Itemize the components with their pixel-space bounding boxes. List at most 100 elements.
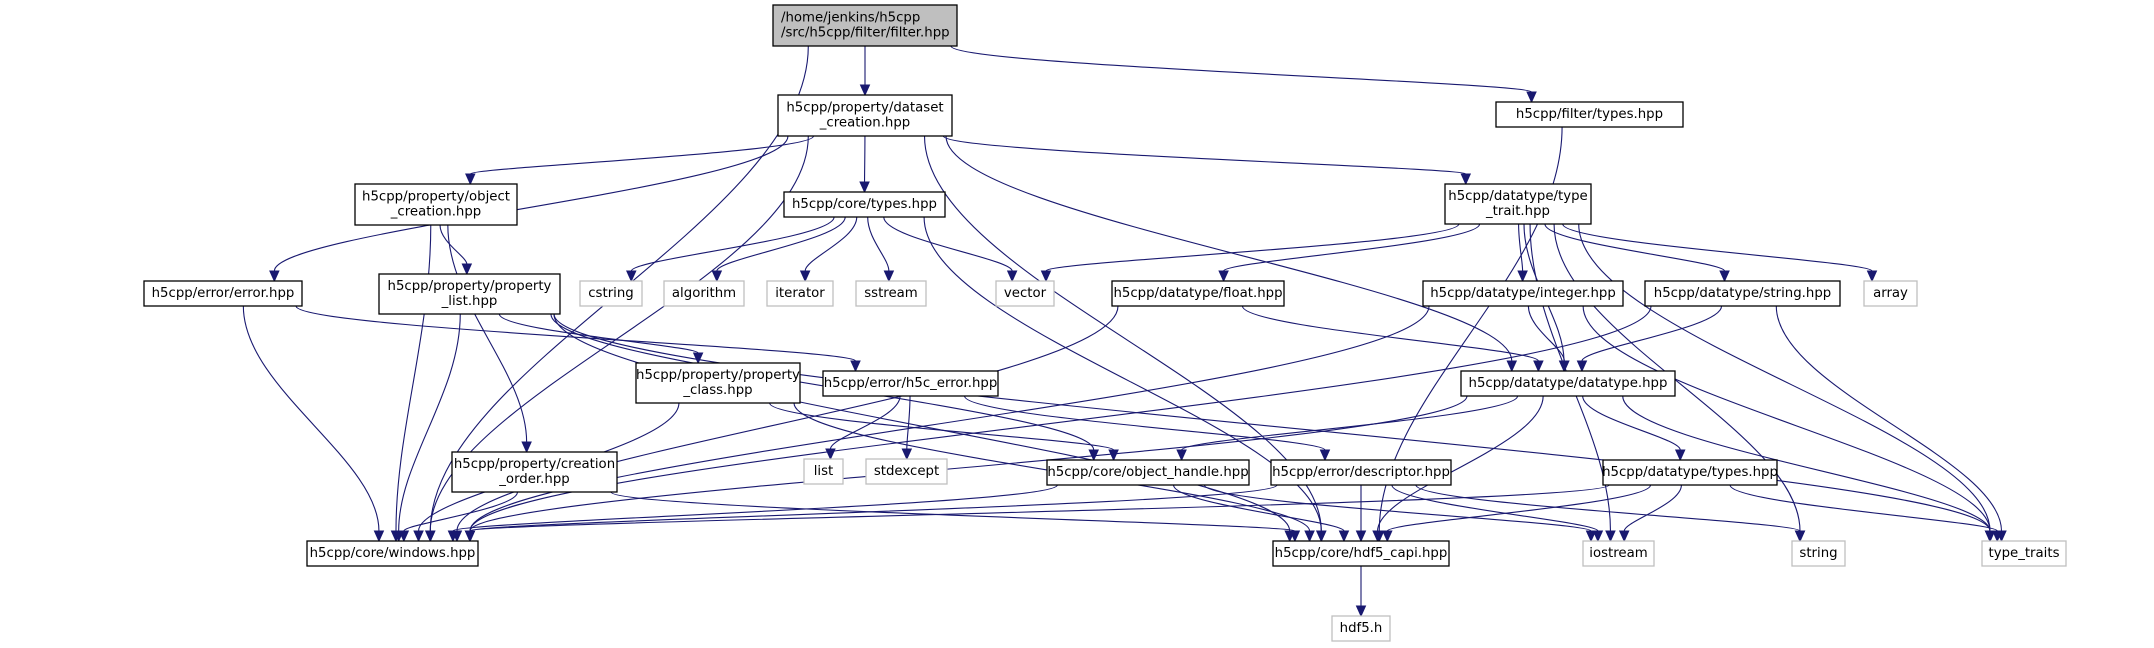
arrowhead-icon xyxy=(850,360,861,373)
dependency-edge-datatype-to-hdf5_capi xyxy=(1372,395,1544,543)
edge-line xyxy=(942,135,1467,175)
dependency-edge-creation_order-to-hdf5_capi xyxy=(610,491,1301,543)
arrowhead-icon xyxy=(1355,605,1367,618)
node-box xyxy=(579,280,643,307)
node-filter[interactable]: /home/jenkins/h5cpp/src/h5cpp/filter/fil… xyxy=(772,4,958,47)
node-filter-types[interactable]: h5cpp/filter/types.hpp xyxy=(1495,101,1684,128)
dependency-edge-string_hpp-to-datatype xyxy=(1576,305,1723,373)
dependency-edge-object_handle-to-hdf5_capi xyxy=(1173,484,1350,543)
node-box xyxy=(1863,280,1918,307)
node-label: _trait.hpp xyxy=(1485,204,1550,219)
edge-line xyxy=(769,402,1115,451)
node-label: h5cpp/core/hdf5_capi.hpp xyxy=(1275,546,1448,561)
dependency-edge-type_trait-to-string_hpp xyxy=(1544,223,1730,283)
arrowhead-icon xyxy=(1372,530,1383,543)
dependency-edge-filter-to-filter_types xyxy=(950,45,1537,104)
node-label: _list.hpp xyxy=(441,294,498,309)
node-box xyxy=(1981,540,2067,567)
node-label: h5cpp/core/types.hpp xyxy=(792,197,937,212)
arrowhead-icon xyxy=(859,84,871,97)
node-string-hpp[interactable]: h5cpp/datatype/string.hpp xyxy=(1644,280,1841,307)
node-integer[interactable]: h5cpp/datatype/integer.hpp xyxy=(1422,280,1624,307)
node-vector: vector xyxy=(995,280,1055,307)
edge-line xyxy=(1241,305,1539,362)
arrowhead-icon xyxy=(1040,270,1052,283)
dependency-edge-property_list-to-hdf5_capi xyxy=(553,313,1295,543)
edge-line xyxy=(395,224,432,532)
arrowhead-icon xyxy=(1866,270,1878,283)
node-type-trait[interactable]: h5cpp/datatype/type_trait.hpp xyxy=(1444,183,1592,225)
node-box xyxy=(354,183,518,226)
node-h5c-error[interactable]: h5cpp/error/h5c_error.hpp xyxy=(822,370,999,397)
dependency-edge-datatype-to-datatype_types xyxy=(1582,395,1686,462)
arrowhead-icon xyxy=(1794,530,1806,543)
node-box xyxy=(1644,280,1841,307)
edge-line xyxy=(964,395,1326,451)
node-label: vector xyxy=(1004,286,1047,301)
dependency-edge-datatype_types-to-type_traits xyxy=(1729,484,2003,543)
arrowhead-icon xyxy=(464,530,476,543)
node-property-class[interactable]: h5cpp/property/property_class.hpp xyxy=(635,362,801,404)
node-box xyxy=(1111,280,1285,307)
arrowhead-icon xyxy=(711,270,723,283)
node-dataset-creation[interactable]: h5cpp/property/dataset_creation.hpp xyxy=(777,94,953,137)
dependency-edge-datatype-to-object_handle xyxy=(1176,395,1519,462)
arrowhead-icon xyxy=(1460,173,1472,186)
dependency-edge-property_list-to-property_class xyxy=(498,313,704,365)
dependency-edge-property_class-to-object_handle xyxy=(769,402,1119,462)
dependency-edge-core_types-to-sstream xyxy=(867,216,895,283)
node-cstring: cstring xyxy=(579,280,643,307)
node-object-creation[interactable]: h5cpp/property/object_creation.hpp xyxy=(354,183,518,226)
dependency-edge-core_types-to-hdf5_capi xyxy=(923,216,1327,543)
dependency-edge-dataset_creation-to-type_trait xyxy=(942,135,1472,186)
node-box xyxy=(772,4,958,47)
node-box xyxy=(1582,540,1655,567)
arrowhead-icon xyxy=(692,352,704,365)
edge-line xyxy=(550,313,1095,451)
edge-line xyxy=(553,313,1991,532)
edge-line xyxy=(1173,484,1345,532)
edge-line xyxy=(1544,223,1726,272)
node-box xyxy=(1460,370,1676,397)
node-descriptor[interactable]: h5cpp/error/descriptor.hpp xyxy=(1270,459,1452,486)
node-sstream: sstream xyxy=(855,280,927,307)
edge-line xyxy=(1582,305,1991,532)
dependency-edge-h5c_error-to-descriptor xyxy=(964,395,1331,462)
node-core-types[interactable]: h5cpp/core/types.hpp xyxy=(783,191,946,218)
edge-line xyxy=(1527,305,1565,362)
edge-line xyxy=(452,484,1058,532)
dependency-edge-datatype_types-to-hdf5_capi xyxy=(1382,484,1652,543)
node-property-list[interactable]: h5cpp/property/property_list.hpp xyxy=(378,273,561,315)
node-label: h5cpp/core/windows.hpp xyxy=(310,546,476,561)
node-creation-order[interactable]: h5cpp/property/creation_order.hpp xyxy=(451,451,618,493)
node-label: _creation.hpp xyxy=(819,116,910,131)
edge-line xyxy=(1553,223,1801,532)
node-datatype-types[interactable]: h5cpp/datatype/types.hpp xyxy=(1602,459,1778,486)
node-error[interactable]: h5cpp/error/error.hpp xyxy=(143,280,303,307)
node-object-handle[interactable]: h5cpp/core/object_handle.hpp xyxy=(1046,459,1250,486)
node-label: h5cpp/property/property xyxy=(636,368,800,383)
arrowhead-icon xyxy=(1304,530,1315,543)
node-label: h5cpp/datatype/datatype.hpp xyxy=(1469,376,1668,391)
node-float[interactable]: h5cpp/datatype/float.hpp xyxy=(1111,280,1285,307)
edge-line xyxy=(1623,484,1682,532)
arrowhead-icon xyxy=(398,530,410,543)
node-label: /src/h5cpp/filter/filter.hpp xyxy=(781,26,950,41)
node-box xyxy=(1046,459,1250,486)
node-array: array xyxy=(1863,280,1918,307)
node-datatype[interactable]: h5cpp/datatype/datatype.hpp xyxy=(1460,370,1676,397)
arrowhead-icon xyxy=(1506,360,1518,373)
node-box xyxy=(995,280,1055,307)
arrowhead-icon xyxy=(1316,530,1327,543)
node-windows[interactable]: h5cpp/core/windows.hpp xyxy=(306,540,479,567)
edge-line xyxy=(447,224,528,443)
node-hdf5h: hdf5.h xyxy=(1331,615,1391,642)
dependency-edge-filter-to-dataset_creation xyxy=(859,45,871,97)
dependency-edge-object_creation-to-creation_order xyxy=(447,224,532,454)
arrowhead-icon xyxy=(901,448,913,461)
dependency-edge-h5c_error-to-stdexcept xyxy=(901,395,913,461)
node-box xyxy=(865,458,948,485)
node-box xyxy=(663,280,745,307)
node-hdf5-capi[interactable]: h5cpp/core/hdf5_capi.hpp xyxy=(1272,540,1450,567)
